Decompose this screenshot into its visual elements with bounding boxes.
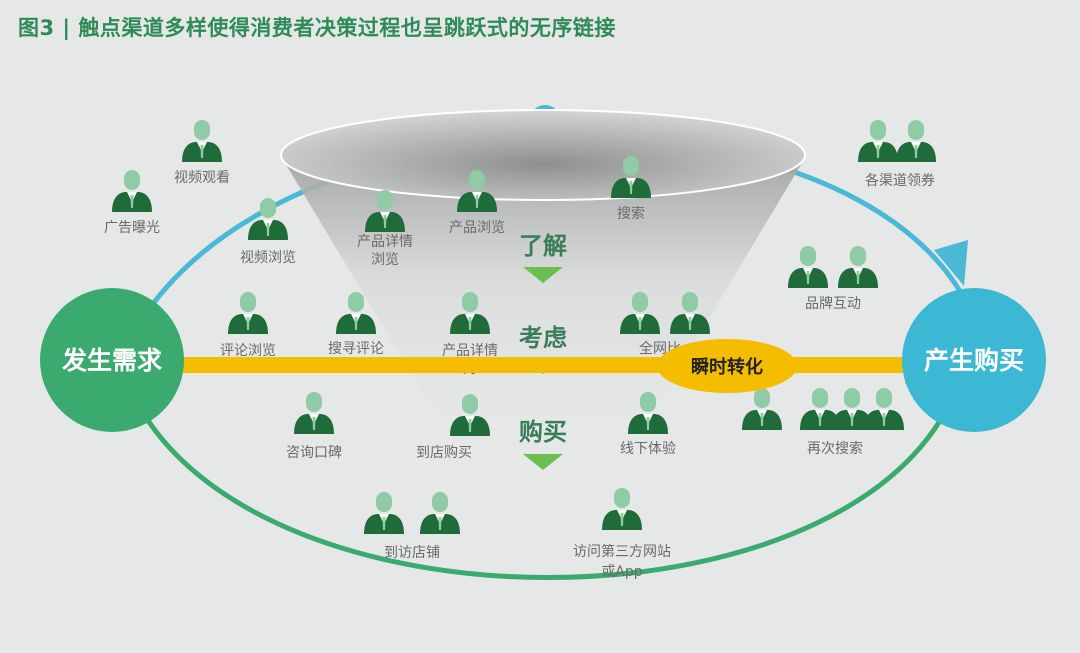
person-icon xyxy=(420,492,460,534)
person-icon xyxy=(364,492,404,534)
touchpoint-label: 搜寻评论 xyxy=(328,341,384,357)
figure-title: 图3 | 触点渠道多样使得消费者决策过程也呈跳跃式的无序链接 xyxy=(18,16,616,40)
touchpoint-label: 评论浏览 xyxy=(220,343,276,359)
touchpoint-label: 到访店铺 xyxy=(384,545,440,561)
main-arrow-shaft xyxy=(160,357,910,373)
touchpoint-label: 或App xyxy=(601,564,642,580)
touchpoint-label: 到店购买 xyxy=(416,445,472,461)
touchpoint-label: 视频浏览 xyxy=(240,250,296,266)
touchpoint-label: 品牌互动 xyxy=(805,295,861,312)
person-icon xyxy=(896,120,936,162)
person-icon xyxy=(294,392,334,434)
person-icon xyxy=(858,120,898,162)
touchpoint-label: 产品详情 xyxy=(442,343,498,359)
person-icon xyxy=(228,292,268,334)
touchpoint-label: 产品详情 xyxy=(357,234,413,250)
person-icon xyxy=(742,388,782,430)
stage-consider: 考虑 xyxy=(519,324,567,352)
touchpoint-label: 产品浏览 xyxy=(449,220,505,236)
stage-understand-arrow xyxy=(523,267,563,283)
person-icon xyxy=(182,120,222,162)
touchpoint-label: 视频观看 xyxy=(174,170,230,186)
person-icon xyxy=(838,246,878,288)
person-icon xyxy=(602,488,642,530)
touchpoint-label: 广告曝光 xyxy=(104,220,160,236)
stage-understand: 了解 xyxy=(519,232,567,260)
end-node-circle xyxy=(902,288,1046,432)
person-icon xyxy=(864,388,904,430)
end-node-label: 产生购买 xyxy=(924,346,1024,375)
flash-conversion-label: 瞬时转化 xyxy=(691,356,763,378)
orbit-arrowhead xyxy=(934,240,968,286)
orbit-bottom-arc xyxy=(117,359,968,580)
touchpoint-label: 浏览 xyxy=(371,252,399,268)
person-icon xyxy=(112,170,152,212)
touchpoint-label: 再次搜索 xyxy=(807,440,863,457)
funnel-rim xyxy=(280,109,806,201)
start-node-circle xyxy=(40,288,184,432)
funnel-body xyxy=(282,158,805,500)
touchpoint-label: 搜索 xyxy=(617,205,645,222)
flash-conversion-badge xyxy=(657,339,797,393)
stage-purchase: 购买 xyxy=(519,418,567,446)
person-icon xyxy=(788,246,828,288)
touchpoint-label: 访问第三方网站 xyxy=(573,543,671,560)
touchpoint-label: 线下体验 xyxy=(620,441,676,457)
start-node-label: 发生需求 xyxy=(61,346,162,375)
touchpoint-label: 各渠道领券 xyxy=(865,173,935,189)
touchpoint-label: 咨询口碑 xyxy=(286,445,342,461)
stage-purchase-arrow xyxy=(523,454,563,470)
